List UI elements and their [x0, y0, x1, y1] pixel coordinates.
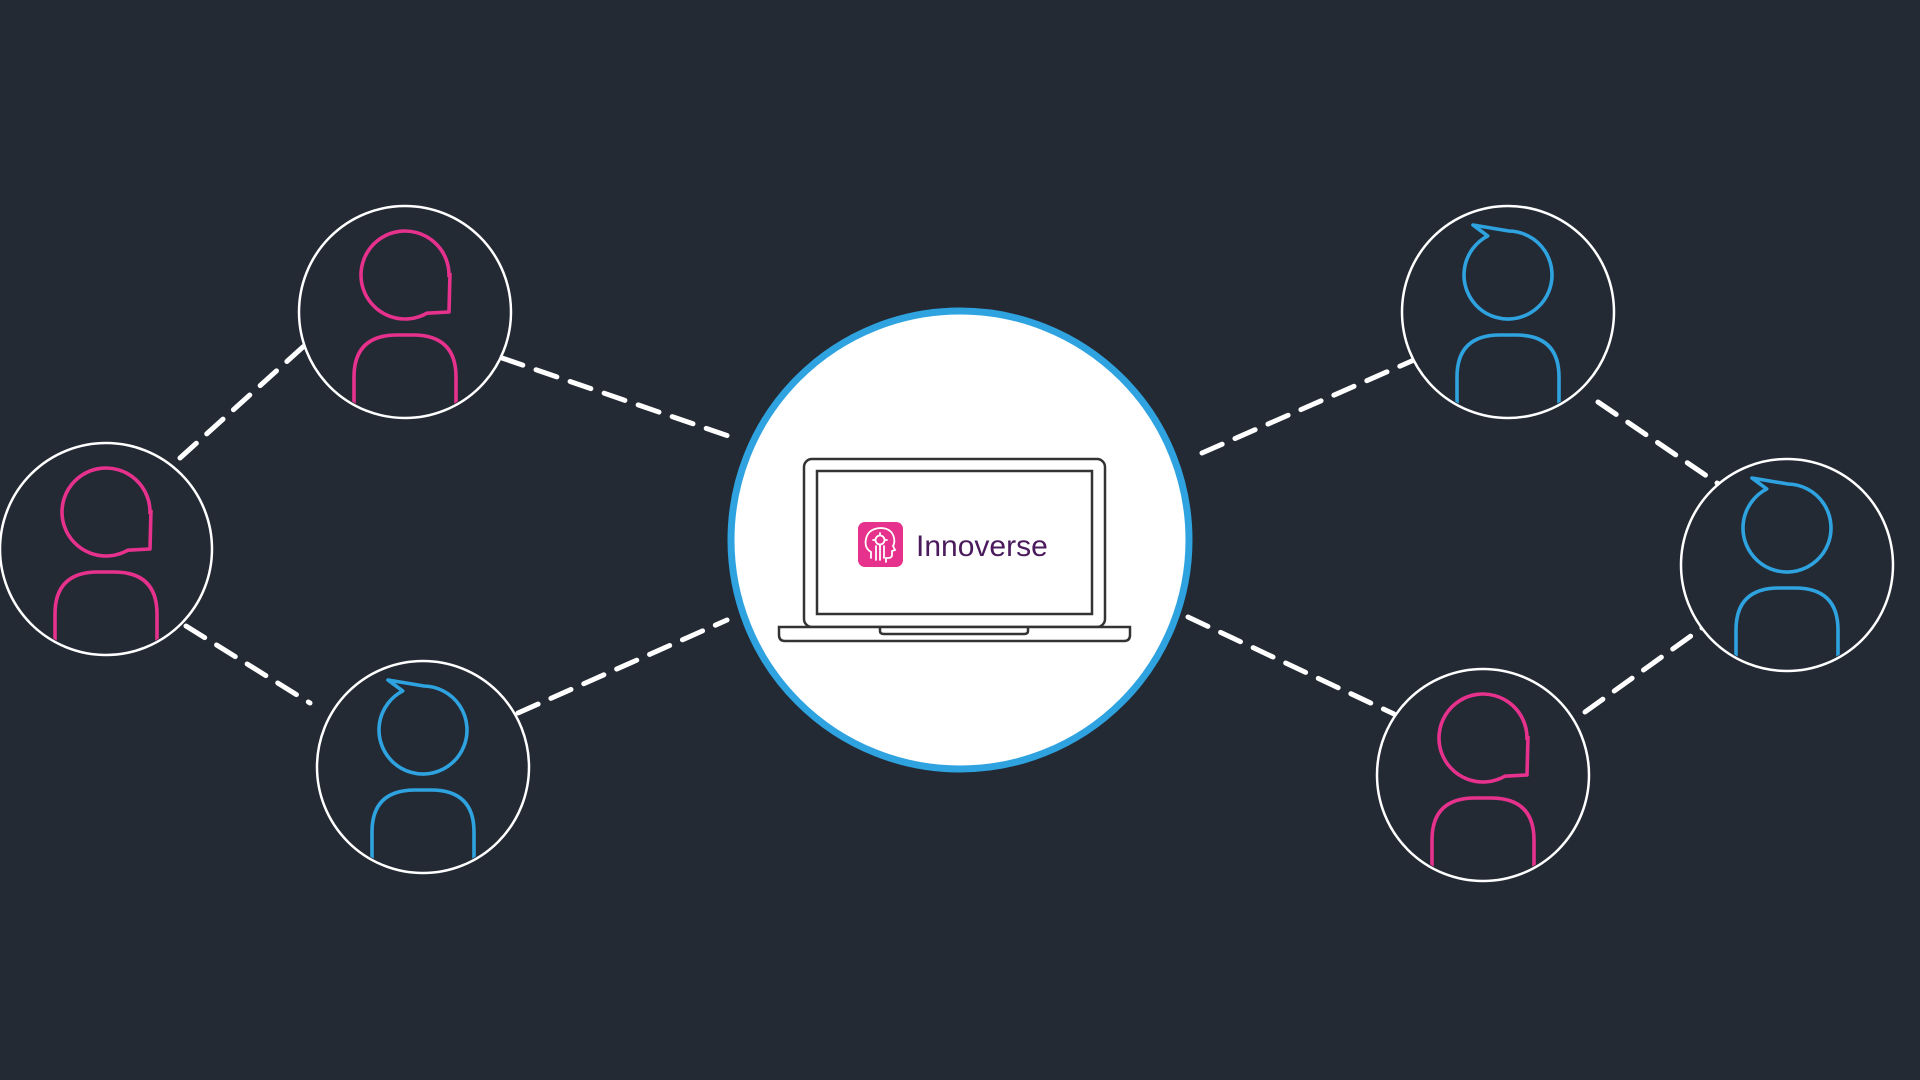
head-speech-bubble: [60, 466, 153, 558]
connector-top-right-to-far-right: [1595, 399, 1723, 488]
person-body: [370, 788, 476, 871]
person-bottom-left-circle: [315, 659, 531, 875]
hub-node: Innoverse: [727, 307, 1193, 773]
connector-bottom-right-to-far-right: [1582, 625, 1705, 715]
person-icon: [1734, 476, 1840, 669]
connector-far-left-to-top-left: [177, 343, 307, 461]
head-speech-bubble: [359, 229, 452, 321]
head-speech-bubble: [1437, 692, 1530, 784]
person-body: [352, 333, 458, 416]
person-top-right-node: [1400, 204, 1616, 420]
person-top-left-circle: [297, 204, 513, 420]
people-nodes: [0, 204, 1895, 883]
person-icon: [53, 466, 159, 653]
person-bottom-right-circle: [1375, 667, 1591, 883]
person-body: [1455, 333, 1561, 416]
person-top-left-node: [297, 204, 513, 420]
person-body: [1430, 796, 1536, 879]
brand-name: Innoverse: [916, 530, 1048, 563]
person-icon: [370, 678, 476, 871]
person-far-left-circle: [0, 441, 214, 657]
person-top-right-circle: [1400, 204, 1616, 420]
person-far-right-node: [1679, 457, 1895, 673]
brand-logo: Innoverse: [858, 522, 1048, 567]
person-icon: [1430, 692, 1536, 879]
connector-far-left-to-bottom-left: [183, 623, 313, 706]
head-speech-bubble: [1462, 223, 1554, 321]
person-far-right-circle: [1679, 457, 1895, 673]
connector-hub-to-bottom-right: [1185, 614, 1397, 717]
head-gear-glyph: [864, 527, 897, 563]
connector-lines: [177, 343, 1723, 717]
person-body: [53, 570, 159, 653]
person-bottom-left-node: [315, 659, 531, 875]
person-far-left-node: [0, 441, 214, 657]
person-icon: [352, 229, 458, 416]
head-speech-bubble: [1741, 476, 1833, 574]
person-bottom-right-node: [1375, 667, 1591, 883]
connector-hub-to-top-right: [1199, 357, 1417, 456]
connector-bottom-left-to-hub: [515, 617, 730, 716]
connector-top-left-to-hub: [499, 355, 743, 443]
head-speech-bubble: [377, 678, 469, 776]
laptop-notch: [878, 627, 1030, 636]
person-icon: [1455, 223, 1561, 416]
person-body: [1734, 586, 1840, 669]
